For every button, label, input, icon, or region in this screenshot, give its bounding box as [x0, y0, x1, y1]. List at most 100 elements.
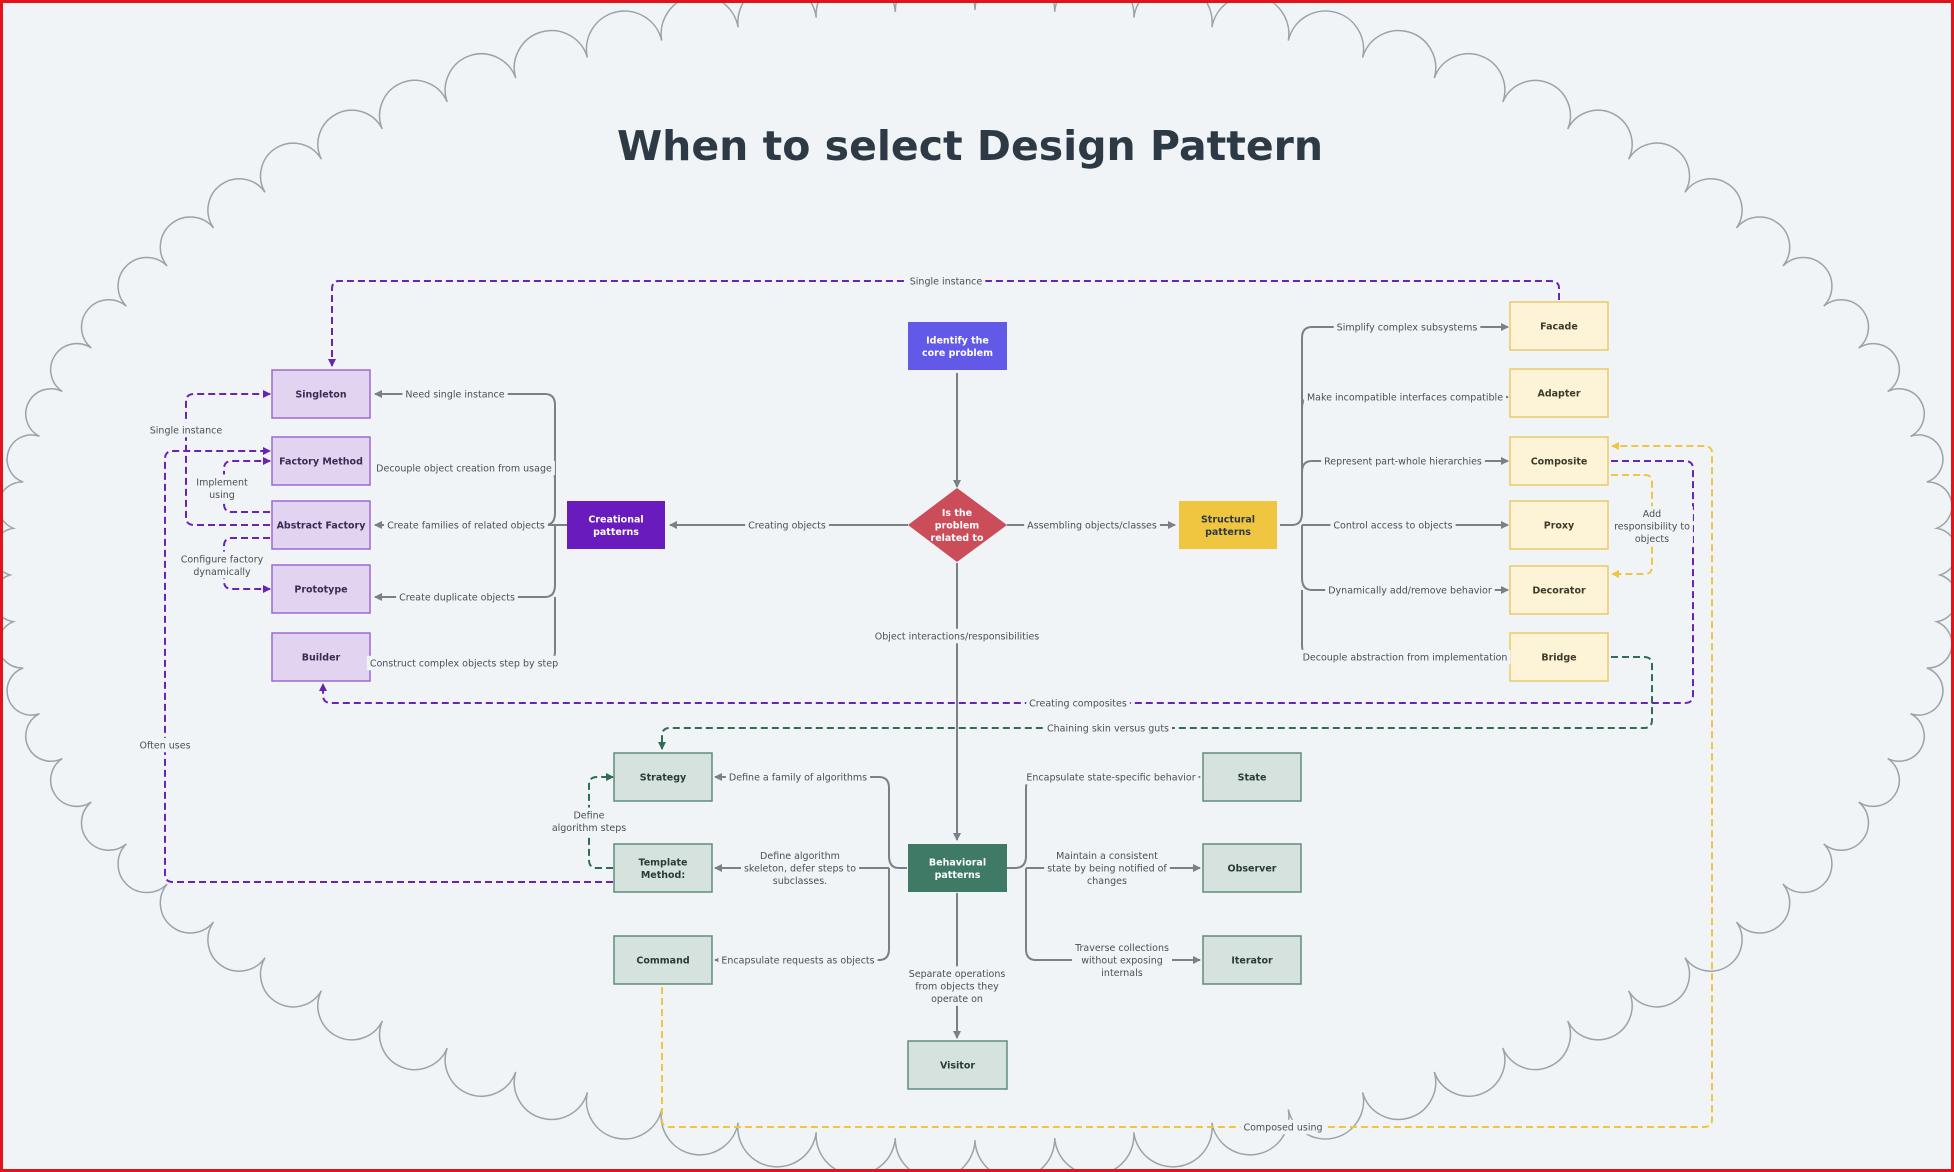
label-decouple-abstraction: Decouple abstraction from implementation	[1303, 653, 1508, 664]
edge-add-responsibility	[1611, 474, 1653, 578]
edge-traverse	[1025, 868, 1201, 964]
label-single-instance-top: Single instance	[910, 277, 983, 288]
state-label: State	[1238, 773, 1267, 784]
label-part-whole: Represent part-whole hierarchies	[1324, 457, 1482, 468]
label-background	[146, 422, 226, 438]
label-background	[905, 966, 1009, 1006]
label-single-instance-left: Single instance	[150, 426, 223, 437]
label-background	[1240, 1119, 1326, 1135]
visitor-node[interactable]: Visitor	[907, 1040, 1008, 1090]
proxy-node[interactable]: Proxy	[1509, 500, 1609, 550]
label-background	[906, 273, 986, 289]
label-state-specific: Encapsulate state-specific behavior	[1026, 773, 1195, 784]
label-background	[741, 848, 860, 888]
label-construct-complex: Construct complex objects step by step	[370, 659, 558, 670]
label-background	[366, 655, 562, 671]
iterator-node[interactable]: Iterator	[1202, 935, 1302, 985]
label-background	[548, 807, 630, 835]
command-node[interactable]: Command	[613, 935, 713, 985]
label-background	[725, 769, 871, 785]
builder-label: Builder	[302, 653, 341, 664]
label-simplify-subsystems: Simplify complex subsystems	[1337, 323, 1478, 334]
decorator-label: Decorator	[1532, 586, 1586, 597]
edge-labels: Creating objects Assembling objects/clas…	[136, 273, 1693, 1135]
yellow-dashed-connectors	[661, 442, 1713, 1128]
label-composed-using: Composed using	[1243, 1123, 1322, 1134]
edge-simplify-subsystems	[1280, 323, 1509, 526]
label-background	[1044, 848, 1170, 888]
prototype-node[interactable]: Prototype	[271, 564, 371, 614]
label-background	[1026, 695, 1130, 711]
label-family-algorithms: Define a family of algorithms	[729, 773, 867, 784]
decorator-node[interactable]: Decorator	[1509, 565, 1609, 615]
label-assembling: Assembling objects/classes	[1027, 521, 1157, 532]
edge-encapsulate-requests	[714, 868, 890, 964]
label-decouple-creation: Decouple object creation from usage	[376, 464, 552, 475]
bridge-label: Bridge	[1541, 653, 1576, 664]
edge-composed-using	[661, 442, 1713, 1128]
adapter-node[interactable]: Adapter	[1509, 368, 1609, 418]
label-background	[1024, 517, 1160, 533]
label-background	[1330, 517, 1456, 533]
label-background	[177, 551, 267, 579]
abstract-factory-node[interactable]: Abstract Factory	[271, 500, 371, 550]
label-background	[373, 460, 555, 476]
label-background	[1023, 769, 1199, 785]
composite-node[interactable]: Composite	[1509, 436, 1609, 486]
iterator-label: Iterator	[1231, 956, 1273, 967]
singleton-node[interactable]: Singleton	[271, 369, 371, 419]
prototype-label: Prototype	[294, 585, 347, 596]
label-background	[136, 737, 194, 753]
strategy-node[interactable]: Strategy	[613, 752, 713, 802]
bridge-node[interactable]: Bridge	[1509, 632, 1609, 682]
edge-creating-composites	[319, 460, 1694, 704]
builder-node[interactable]: Builder	[271, 632, 371, 682]
command-label: Command	[636, 956, 689, 967]
edge-single-instance-left	[185, 390, 271, 526]
state-node[interactable]: State	[1202, 752, 1302, 802]
label-object-interactions: Object interactions/responsibilities	[875, 632, 1040, 643]
label-often-uses: Often uses	[139, 741, 190, 752]
label-background	[193, 474, 251, 502]
edge-often-uses	[164, 447, 613, 883]
label-encapsulate-requests: Encapsulate requests as objects	[721, 956, 874, 967]
label-background	[1072, 940, 1172, 980]
label-create-families: Create families of related objects	[387, 521, 545, 532]
edge-family-algorithms	[714, 773, 907, 869]
label-create-duplicate: Create duplicate objects	[399, 593, 515, 604]
label-background	[384, 517, 548, 533]
facade-label: Facade	[1540, 322, 1578, 333]
proxy-label: Proxy	[1544, 521, 1575, 532]
factory-method-node[interactable]: Factory Method	[271, 436, 371, 486]
label-background	[718, 952, 878, 968]
label-background	[871, 628, 1043, 644]
observer-node[interactable]: Observer	[1202, 843, 1302, 893]
label-background	[1299, 649, 1511, 665]
facade-node[interactable]: Facade	[1509, 301, 1609, 351]
label-background	[1611, 506, 1693, 546]
visitor-label: Visitor	[940, 1061, 975, 1072]
label-background	[1303, 389, 1506, 405]
label-creating-composites: Creating composites	[1029, 699, 1127, 710]
observer-label: Observer	[1228, 864, 1277, 875]
adapter-label: Adapter	[1537, 389, 1580, 400]
edge-add-remove-behavior	[1301, 525, 1509, 594]
label-background	[1321, 453, 1485, 469]
composite-label: Composite	[1531, 457, 1588, 468]
